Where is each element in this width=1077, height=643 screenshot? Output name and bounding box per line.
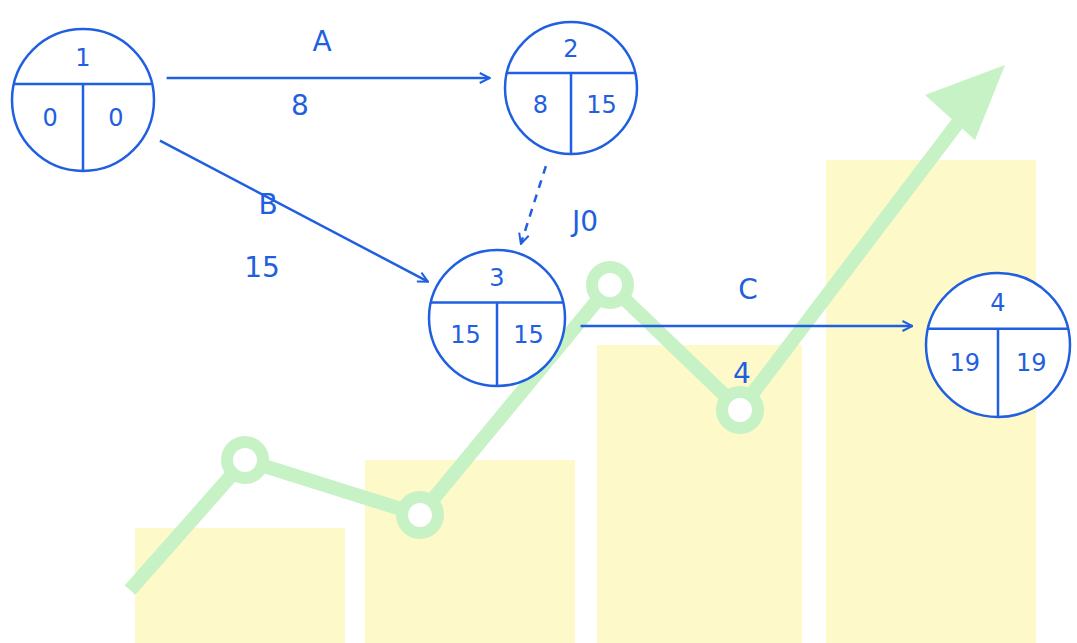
event-time: 15	[513, 323, 544, 347]
activity-arrow	[581, 325, 913, 328]
event-circle: 1 0 0	[10, 27, 156, 173]
activity-arrow	[167, 77, 490, 80]
activity-name: J0	[572, 208, 598, 236]
trend-arrowhead	[925, 65, 1005, 140]
trend-point	[722, 392, 758, 428]
event-time: 19	[1016, 351, 1047, 375]
event-circle: 4 19 19	[924, 271, 1072, 419]
activity-duration: 4	[733, 360, 751, 388]
trend-point	[227, 442, 263, 478]
event-number: 2	[563, 37, 578, 61]
event-time: 0	[108, 106, 123, 130]
event-circle: 3 15 15	[427, 248, 567, 388]
event-time: 19	[949, 351, 980, 375]
event-number: 1	[75, 46, 90, 70]
trend-line	[130, 120, 960, 590]
activity-name: A	[312, 28, 331, 56]
activity-arrow	[160, 141, 428, 282]
chart-bar	[365, 460, 575, 643]
dummy-activity	[521, 166, 546, 244]
activity-duration: 15	[244, 254, 280, 282]
trend-point	[592, 267, 628, 303]
activity-name: B	[258, 191, 277, 219]
activity-name: C	[738, 276, 758, 304]
event-circle: 2 8 15	[503, 20, 639, 156]
event-time: 15	[586, 93, 617, 117]
event-time: 8	[533, 93, 548, 117]
event-time: 0	[43, 106, 58, 130]
event-number: 4	[990, 291, 1005, 315]
activity-duration: 8	[291, 92, 309, 120]
event-number: 3	[489, 266, 504, 290]
event-time: 15	[450, 323, 481, 347]
chart-bar	[597, 345, 802, 643]
trend-point	[402, 497, 438, 533]
